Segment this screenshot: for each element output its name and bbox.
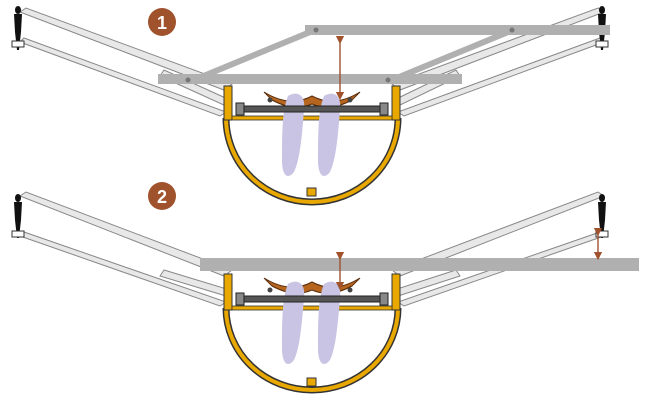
person-silhouette-icon xyxy=(14,194,22,238)
step-number-2: 2 xyxy=(157,187,167,207)
right-frame xyxy=(390,191,606,307)
panel-1: 1 xyxy=(11,6,610,206)
cup-post-right xyxy=(391,85,401,121)
footprint-icon xyxy=(282,93,341,176)
step-number-1: 1 xyxy=(157,13,167,33)
cup-base-marker xyxy=(306,377,317,387)
footprint-icon xyxy=(282,281,341,364)
post-marker xyxy=(11,230,25,238)
hanger xyxy=(263,91,361,108)
cup-rim xyxy=(231,305,393,311)
cup-base-marker xyxy=(306,187,317,197)
grey-bars xyxy=(158,25,610,84)
step-badge-2: 2 xyxy=(148,182,176,210)
left-frame xyxy=(18,191,234,307)
step-badge-1: 1 xyxy=(148,8,176,36)
post-marker xyxy=(11,40,25,48)
hanger xyxy=(263,277,361,294)
grey-bar-lowered xyxy=(200,258,639,271)
cup-post-right xyxy=(391,273,401,311)
rail xyxy=(235,287,389,306)
rail xyxy=(235,97,389,116)
cup-post-left xyxy=(223,85,233,121)
cup-rim xyxy=(231,115,393,121)
post-marker xyxy=(595,40,609,48)
left-frame xyxy=(18,7,234,117)
panel-2: 2 xyxy=(11,182,639,394)
cup-post-left xyxy=(223,273,233,311)
right-frame xyxy=(390,7,606,117)
